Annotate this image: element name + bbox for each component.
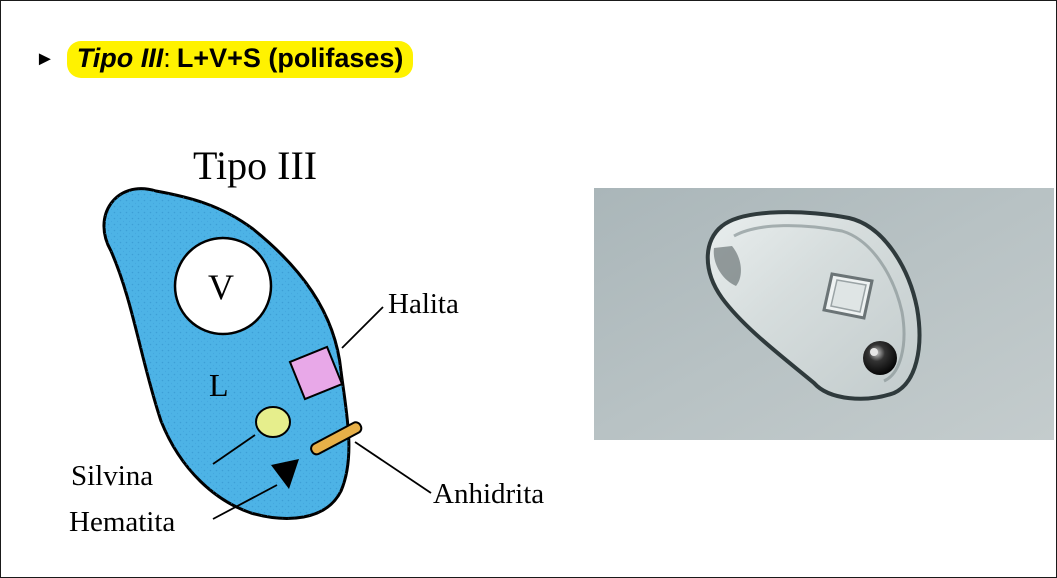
diagram-title: Tipo III (193, 143, 317, 188)
photo-halite-cube-face (831, 280, 866, 312)
photo-vapor-bubble (863, 341, 897, 375)
anhidrita-leader (355, 442, 431, 493)
anhidrita-label: Anhidrita (433, 478, 544, 510)
halita-label: Halita (388, 288, 459, 320)
bullet-icon: ► (35, 48, 55, 71)
heading-separator: : (163, 43, 171, 74)
halita-leader (342, 307, 383, 348)
hematita-label: Hematita (69, 506, 175, 538)
photo-vapor-highlight (870, 348, 878, 356)
slide-heading: ► Tipo III:L+V+S (polifases) (35, 41, 413, 78)
silvina-label: Silvina (71, 460, 153, 492)
vapor-label: V (208, 267, 234, 307)
liquid-label: L (209, 367, 229, 403)
heading-type-label: Tipo III (77, 43, 164, 74)
silvina-crystal-icon (256, 407, 290, 437)
heading-highlight: Tipo III:L+V+S (polifases) (67, 41, 414, 78)
heading-phases: L+V+S (polifases) (177, 43, 404, 74)
inclusion-diagram: Tipo III V L Halita Silvina Hematita Anh… (41, 121, 601, 561)
inclusion-photomicrograph (594, 188, 1054, 440)
